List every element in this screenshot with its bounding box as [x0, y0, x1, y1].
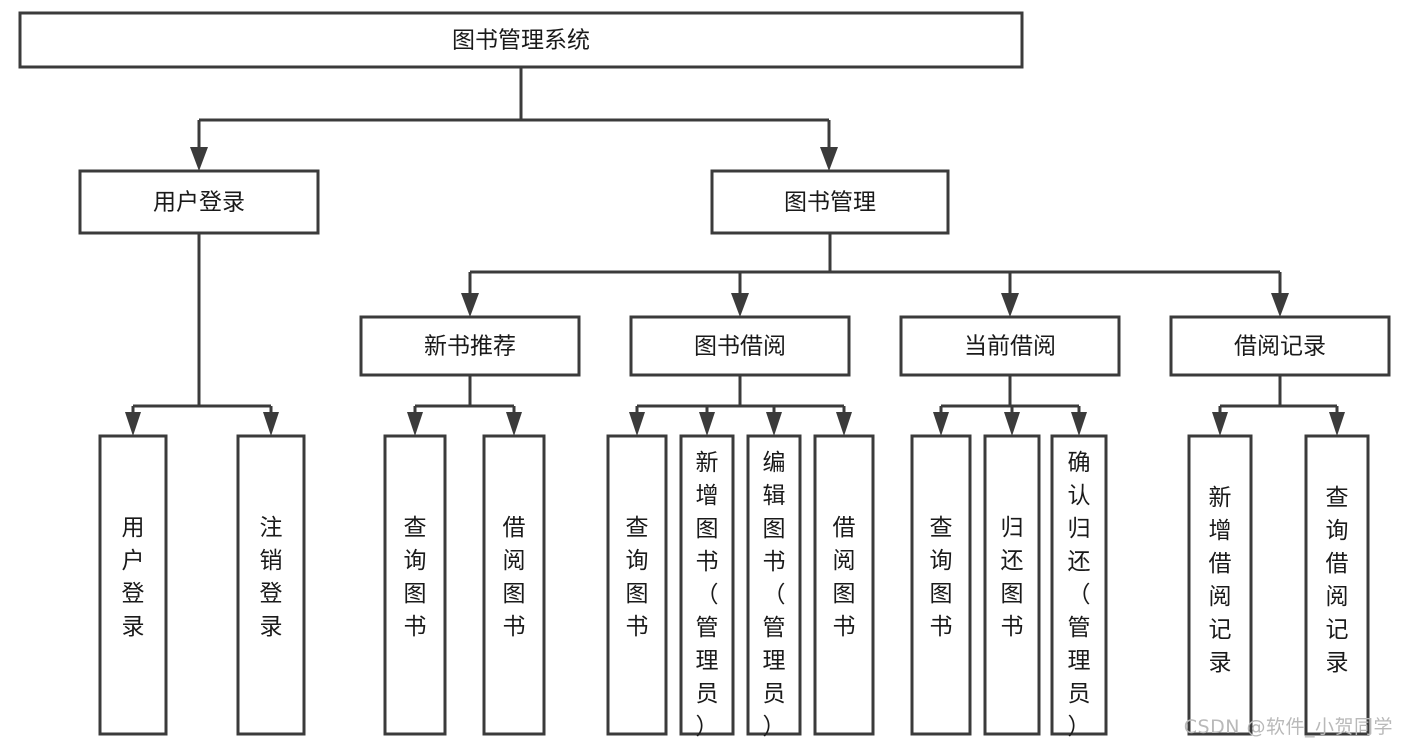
leaf-edit-book[interactable]: 编辑图书（管理员）	[746, 434, 802, 740]
leaf-borrow-book-1-box[interactable]	[482, 434, 546, 736]
arrowhead-to-user-login	[125, 412, 141, 436]
arrowhead-to-newbook	[461, 293, 479, 317]
leaf-confirm-return-label: 确认归还（管理员）	[1068, 450, 1091, 740]
node-bookmgmt-box[interactable]	[710, 169, 950, 235]
node-root-box[interactable]	[18, 11, 1024, 69]
arrowhead-to-user-logout	[263, 412, 279, 436]
leaf-return-book-label: 归还图书	[1001, 515, 1024, 640]
leaf-query-book-3[interactable]: 查询图书	[910, 434, 972, 736]
leaf-add-book-box[interactable]	[679, 434, 735, 736]
leaf-return-book[interactable]: 归还图书	[983, 434, 1041, 736]
connector-login-bus	[131, 233, 273, 421]
leaf-add-record[interactable]: 新增借阅记录	[1187, 434, 1253, 736]
leaf-query-book-1[interactable]: 查询图书	[383, 434, 447, 736]
leaf-confirm-return[interactable]: 确认归还（管理员）	[1050, 434, 1108, 740]
arrowhead-to-current	[1001, 293, 1019, 317]
leaf-user-login-label: 用户登录	[122, 515, 145, 640]
node-current[interactable]: 当前借阅	[899, 315, 1121, 377]
leaf-confirm-return-box[interactable]	[1050, 434, 1108, 736]
arrowhead-to-borrow	[731, 293, 749, 317]
arrowhead-to-records	[1271, 293, 1289, 317]
connector-newbook-bus	[413, 375, 516, 421]
leaf-borrow-book-2-label: 借阅图书	[833, 515, 856, 640]
leaf-user-logout-label: 注销登录	[260, 515, 283, 640]
arrowhead-to-return-book	[1004, 412, 1020, 436]
leaf-borrow-book-1-label: 借阅图书	[503, 515, 526, 640]
arrowhead-to-add-record	[1212, 412, 1228, 436]
leaf-add-book[interactable]: 新增图书（管理员）	[679, 434, 735, 740]
node-newbook-box[interactable]	[359, 315, 581, 377]
leaf-query-book-1-box[interactable]	[383, 434, 447, 736]
connector-root-bus	[197, 67, 831, 156]
leaf-return-book-box[interactable]	[983, 434, 1041, 736]
node-borrow[interactable]: 图书借阅	[629, 315, 851, 377]
node-login-label: 用户登录	[153, 190, 245, 216]
arrowhead-to-query-book-2	[629, 412, 645, 436]
leaf-edit-book-box[interactable]	[746, 434, 802, 736]
connector-borrow-bus	[635, 375, 846, 421]
arrowhead-to-confirm-return	[1071, 412, 1087, 436]
node-root[interactable]: 图书管理系统	[18, 11, 1024, 69]
leaf-query-book-2-box[interactable]	[606, 434, 668, 736]
leaf-query-book-3-label: 查询图书	[930, 515, 953, 640]
leaf-add-record-box[interactable]	[1187, 434, 1253, 736]
leaf-user-logout[interactable]: 注销登录	[236, 434, 306, 736]
arrowhead-to-query-record	[1329, 412, 1345, 436]
node-bookmgmt-label: 图书管理	[784, 190, 876, 216]
leaf-query-book-2-label: 查询图书	[626, 515, 649, 640]
leaf-borrow-book-1[interactable]: 借阅图书	[482, 434, 546, 736]
arrowhead-to-edit-book	[766, 412, 782, 436]
leaf-borrow-book-2[interactable]: 借阅图书	[813, 434, 875, 736]
node-newbook[interactable]: 新书推荐	[359, 315, 581, 377]
node-borrow-label: 图书借阅	[694, 334, 786, 360]
arrowhead-to-borrow-book-2	[836, 412, 852, 436]
node-newbook-label: 新书推荐	[424, 334, 516, 360]
leaf-query-book-3-box[interactable]	[910, 434, 972, 736]
node-borrow-box[interactable]	[629, 315, 851, 377]
csdn-watermark: CSDN @软件_小贺同学	[1183, 716, 1393, 738]
leaf-edit-book-label: 编辑图书（管理员）	[763, 450, 786, 740]
leaf-add-book-label: 新增图书（管理员）	[696, 450, 719, 740]
connector-records-bus	[1218, 375, 1339, 421]
arrowhead-to-borrow-book-1	[506, 412, 522, 436]
leaf-query-record[interactable]: 查询借阅记录	[1304, 434, 1370, 736]
connector-bookmgmt-bus	[468, 233, 1282, 302]
leaf-borrow-book-2-box[interactable]	[813, 434, 875, 736]
leaf-add-record-label: 新增借阅记录	[1209, 485, 1232, 676]
leaf-user-login[interactable]: 用户登录	[98, 434, 168, 736]
node-login-box[interactable]	[78, 169, 320, 235]
leaf-user-logout-box[interactable]	[236, 434, 306, 736]
node-records-box[interactable]	[1169, 315, 1391, 377]
node-records-label: 借阅记录	[1234, 334, 1326, 360]
arrowhead-to-query-book-3	[933, 412, 949, 436]
leaf-user-login-box[interactable]	[98, 434, 168, 736]
node-root-label: 图书管理系统	[452, 28, 590, 54]
leaf-query-record-label: 查询借阅记录	[1326, 485, 1349, 676]
node-current-box[interactable]	[899, 315, 1121, 377]
node-bookmgmt[interactable]: 图书管理	[710, 169, 950, 235]
arrowhead-to-login	[190, 147, 208, 171]
leaf-query-record-box[interactable]	[1304, 434, 1370, 736]
node-login[interactable]: 用户登录	[78, 169, 320, 235]
arrowhead-to-query-book-1	[407, 412, 423, 436]
leaf-query-book-2[interactable]: 查询图书	[606, 434, 668, 736]
connectors-group	[125, 67, 1345, 436]
node-records[interactable]: 借阅记录	[1169, 315, 1391, 377]
leaf-query-book-1-label: 查询图书	[404, 515, 427, 640]
arrowhead-to-bookmgmt	[820, 147, 838, 171]
node-current-label: 当前借阅	[964, 334, 1056, 360]
arrowhead-to-add-book	[699, 412, 715, 436]
